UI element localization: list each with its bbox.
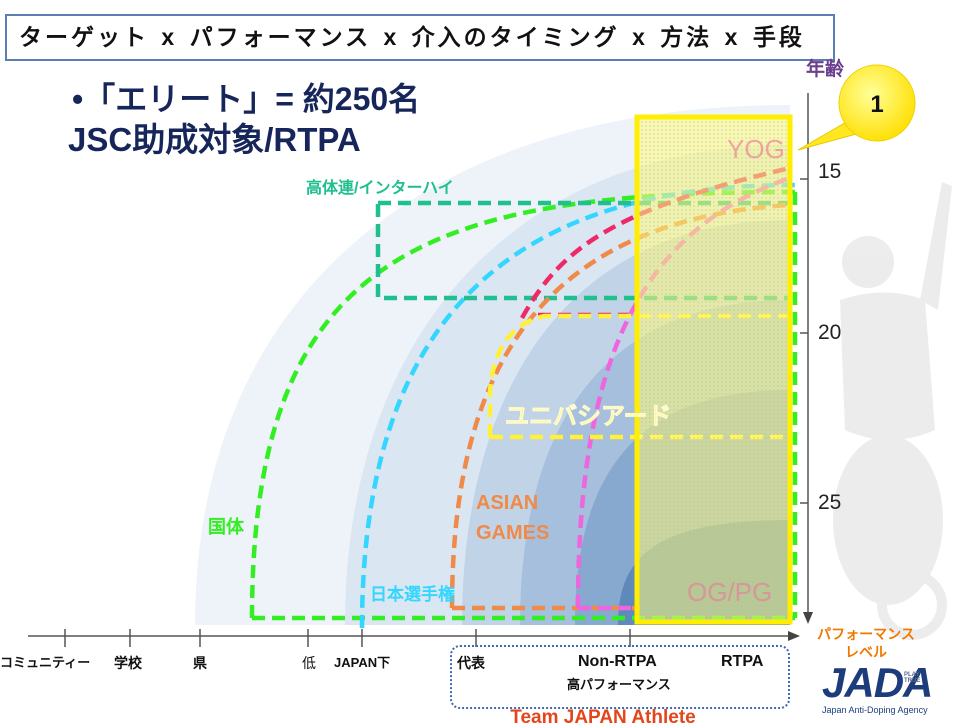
- athlete-head-shape: [842, 236, 894, 288]
- performance-axis-label: パフォーマンス レベル: [814, 625, 918, 661]
- slide-title: ターゲット x パフォーマンス x 介入のタイミング x 方法 x 手段: [19, 24, 805, 50]
- elite-count-text: 「エリート」= 約250名: [83, 81, 421, 117]
- perf-tick-non-rtpa: Non-RTPA: [578, 653, 657, 670]
- age-axis-label: 年齢: [806, 59, 845, 80]
- inter-high-label: 高体連/インターハイ: [306, 178, 454, 197]
- bullet-subtext: JSC助成対象/RTPA: [68, 121, 361, 158]
- og-pg-label: OG/PG: [687, 577, 772, 607]
- team-japan-label: Team JAPAN Athlete: [510, 707, 696, 728]
- age-tick-20: 20: [818, 321, 842, 344]
- callout-number: 1: [870, 91, 883, 118]
- performance-axis-arrow-icon: [788, 631, 800, 641]
- callout-bubble: 1: [797, 64, 916, 151]
- high-performance-label: 高パフォーマンス: [567, 677, 671, 692]
- perf-tick-national-team: 代表: [457, 655, 485, 671]
- team-japan-group-box: [450, 645, 790, 709]
- elite-highlight-box: [634, 114, 793, 625]
- perf-tick-prefecture: 県: [193, 655, 207, 671]
- bullet-elite-count: •「エリート」= 約250名: [72, 80, 420, 118]
- age-axis: [800, 93, 813, 624]
- perf-tick-community: コミュニティー: [0, 655, 91, 670]
- asian-games-label-line1: ASIAN: [476, 492, 538, 514]
- wheel-shape: [877, 570, 947, 640]
- og-pg-range: [575, 175, 791, 611]
- jada-organization-name: Japan Anti-Doping Agency: [822, 705, 928, 715]
- perf-tick-japan-lower: JAPAN下: [334, 655, 391, 670]
- performance-axis-label-line1: パフォーマンス: [817, 626, 915, 642]
- inter-high-range: [375, 200, 793, 301]
- athlete-photo-watermark: [833, 182, 952, 640]
- title-bar: ターゲット x パフォーマンス x 介入のタイミング x 方法 x 手段: [5, 14, 835, 61]
- national-championship-label: 日本選手権: [370, 584, 455, 604]
- age-tick-25: 25: [818, 491, 842, 514]
- jada-logo: JADA: [822, 659, 933, 706]
- callout-circle: [838, 64, 916, 142]
- perf-tick-rtpa: RTPA: [721, 653, 764, 670]
- age-tick-15: 15: [818, 160, 842, 183]
- performance-axis: [28, 629, 800, 647]
- elite-highlight-border: [634, 114, 793, 625]
- jada-logo-tagline: PLAY TRUE: [904, 672, 921, 684]
- athlete-legs-shape: [833, 435, 943, 605]
- kokutai-label: 国体: [208, 516, 245, 537]
- perf-tick-low: 低: [302, 655, 316, 671]
- age-axis-arrow-icon: [803, 612, 813, 624]
- asian-games-label-line2: GAMES: [476, 522, 549, 544]
- perf-tick-school: 学校: [114, 655, 142, 671]
- athlete-arm-shape: [920, 182, 952, 310]
- yog-label: YOG: [727, 134, 785, 164]
- performance-axis-label-line2: レベル: [845, 644, 887, 660]
- universiade-label: ユニバシアード: [505, 403, 672, 430]
- bullet-symbol: •: [72, 81, 84, 117]
- athlete-torso-shape: [840, 292, 935, 440]
